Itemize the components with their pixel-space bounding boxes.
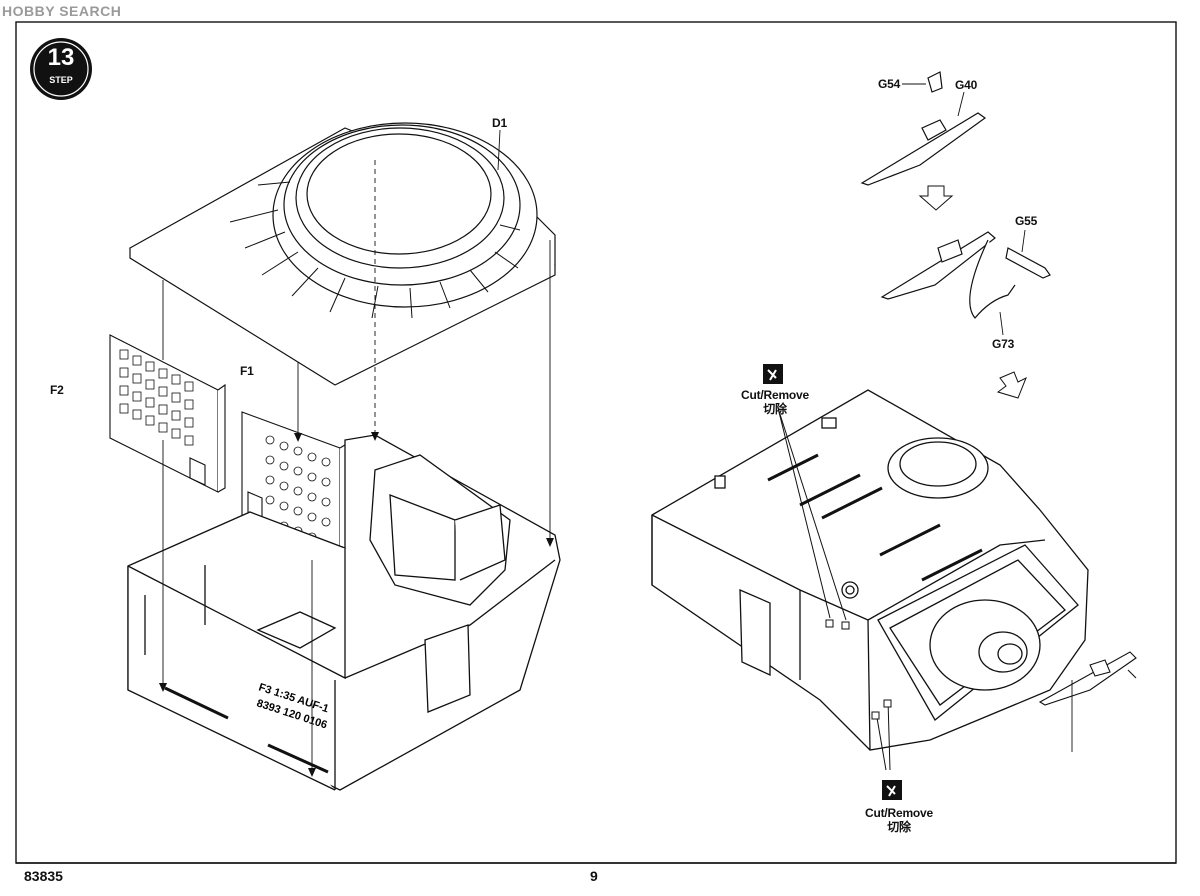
step-badge: 13 STEP	[30, 38, 92, 100]
down-arrow-2	[996, 371, 1027, 399]
cut-markers	[825, 619, 892, 720]
cut-label-bottom-zh: 切除	[887, 820, 911, 834]
hull-body	[127, 434, 561, 791]
cut-label-bottom-en: Cut/Remove	[864, 806, 933, 820]
cut-label-top: Cut/Remove 切除	[740, 388, 810, 416]
part-label-g73: G73	[992, 337, 1015, 351]
cut-label-top-en: Cut/Remove	[740, 388, 809, 402]
cut-pointer-top	[777, 407, 847, 621]
step-number: 13	[47, 44, 75, 71]
down-arrow-1	[918, 185, 954, 211]
part-g40-assembled	[880, 231, 1051, 319]
part-label-g54: G54	[878, 77, 901, 91]
leader-g55	[1021, 229, 1026, 253]
cut-icon-top	[763, 364, 783, 384]
step-badge-shape	[30, 38, 92, 100]
cut-label-bottom: Cut/Remove 切除	[864, 806, 934, 834]
part-label-f1: F1	[240, 364, 254, 378]
ammo-rack-f2	[109, 334, 226, 493]
part-label-f2: F2	[50, 383, 64, 397]
part-g40	[860, 71, 987, 186]
guide-arrow-heads	[159, 432, 554, 777]
part-label-d1: D1	[492, 116, 507, 130]
watermark: HOBBY SEARCH	[2, 3, 122, 19]
step-word: STEP	[49, 75, 73, 85]
cut-icon-bottom	[882, 780, 902, 800]
turret-attached-g40	[1038, 651, 1137, 706]
turret-completed	[651, 389, 1089, 751]
cut-label-top-zh: 切除	[763, 402, 787, 416]
cut-pointer-bottom	[875, 699, 891, 771]
page-number: 9	[590, 868, 598, 884]
part-label-g40: G40	[955, 78, 978, 92]
leader-g40	[957, 91, 965, 117]
roof-plate-d1	[128, 122, 556, 386]
part-label-g55: G55	[1015, 214, 1038, 228]
leader-g73	[999, 311, 1004, 336]
guide-lines-left	[162, 129, 551, 775]
kit-code: 83835	[24, 868, 63, 884]
